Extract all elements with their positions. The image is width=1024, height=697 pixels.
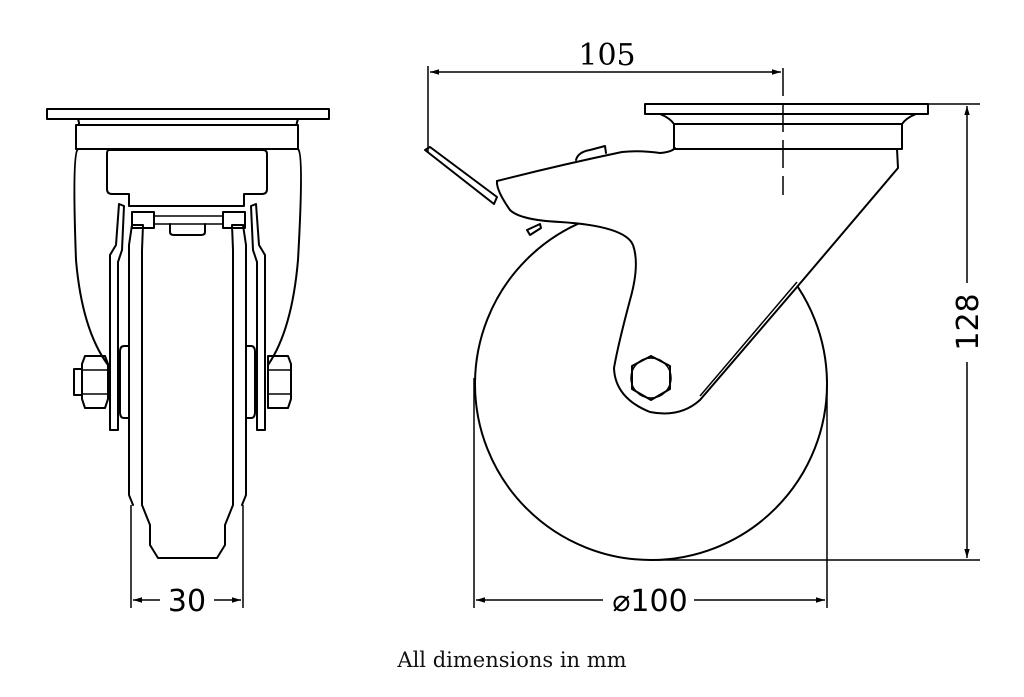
fork-leg-left: [109, 203, 125, 431]
front-view: 30: [46, 108, 330, 619]
hub-left: [119, 345, 130, 419]
brake-block-right: [222, 211, 246, 229]
swivel-housing-side: [673, 123, 903, 150]
top-plate: [46, 108, 330, 120]
dimension-width: 30: [168, 584, 206, 619]
fork-body-outline: [495, 148, 899, 415]
dimension-offset: 105: [578, 38, 635, 73]
axle-nut-right-icon: [267, 355, 292, 409]
wheel-tyre: [131, 224, 244, 559]
brake-pad: [169, 223, 206, 236]
side-view: 105 ⌀100 128: [424, 38, 986, 619]
fork-right-shell: [267, 148, 302, 366]
dimensions-caption: All dimensions in mm: [397, 648, 627, 672]
swivel-housing: [75, 124, 299, 150]
axle-bolt-end: [73, 368, 83, 396]
axle-nut-left-icon: [81, 355, 109, 409]
brake-shoe: [526, 223, 542, 236]
fork-left-shell: [73, 148, 109, 366]
plate-collar-side: [659, 113, 917, 125]
fork-leg-right: [250, 203, 266, 431]
axle-nut-side-icon: [631, 355, 671, 401]
brake-pedal: [424, 146, 498, 205]
brake-arm-top: [496, 147, 676, 182]
fork-crown: [106, 149, 268, 207]
top-plate-side: [644, 103, 929, 115]
brake-lever: [575, 145, 607, 161]
hub-right: [245, 345, 256, 419]
wheel-sides: [128, 224, 247, 506]
dimension-diameter: ⌀100: [612, 584, 687, 619]
dimension-height: 128: [951, 293, 986, 350]
